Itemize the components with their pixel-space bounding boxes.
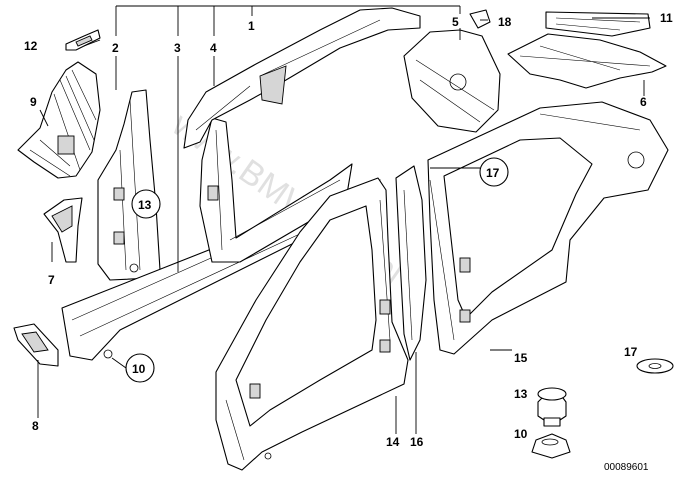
callout-15: 15: [514, 351, 528, 365]
part-6-rear-rail: [507, 33, 667, 89]
part-5-rear-quarter: [403, 29, 501, 133]
callout-7: 7: [48, 273, 55, 287]
diagram-reference-number: 00089601: [604, 462, 649, 473]
callout-12: 12: [24, 39, 38, 53]
callout-6: 6: [640, 95, 647, 109]
part-8-piece: [13, 323, 59, 367]
part-10-cap: [531, 433, 571, 459]
callout-2: 2: [112, 41, 119, 55]
callout-17-circled: 17: [479, 157, 509, 187]
callout-8: 8: [32, 419, 39, 433]
callout-5: 5: [452, 15, 459, 29]
part-14-side-frame-center: [215, 177, 409, 471]
part-15-side-frame-right: [427, 101, 669, 355]
part-11-rail: [545, 11, 651, 37]
callout-3: 3: [174, 41, 181, 55]
svg-text:10: 10: [132, 362, 146, 376]
callout-16: 16: [410, 435, 424, 449]
callout-9: 9: [30, 95, 37, 109]
part-13-plug: [537, 387, 567, 427]
svg-text:13: 13: [138, 198, 152, 212]
callout-13-circled: 13: [131, 189, 161, 219]
legend-callout-10: 10: [514, 427, 528, 441]
callout-18: 18: [498, 15, 512, 29]
part-12-bracket: [65, 29, 101, 51]
part-7-corner: [43, 197, 83, 263]
part-9-panel: [17, 61, 101, 179]
callout-10-circled: 10: [125, 353, 155, 383]
part-4-a-pillar: [199, 117, 353, 263]
part-16-trim-strip: [395, 165, 427, 361]
part-2-b-pillar: [97, 89, 161, 281]
callout-1: 1: [248, 19, 255, 33]
callout-11: 11: [660, 11, 673, 25]
part-17-grommet: [636, 358, 674, 374]
callout-4: 4: [210, 41, 217, 55]
part-18-clip: [469, 9, 491, 29]
svg-text:17: 17: [486, 166, 500, 180]
legend-callout-13: 13: [514, 387, 528, 401]
part-1-roof-frame: [183, 7, 421, 149]
legend-callout-17: 17: [624, 345, 638, 359]
callout-14: 14: [386, 435, 400, 449]
